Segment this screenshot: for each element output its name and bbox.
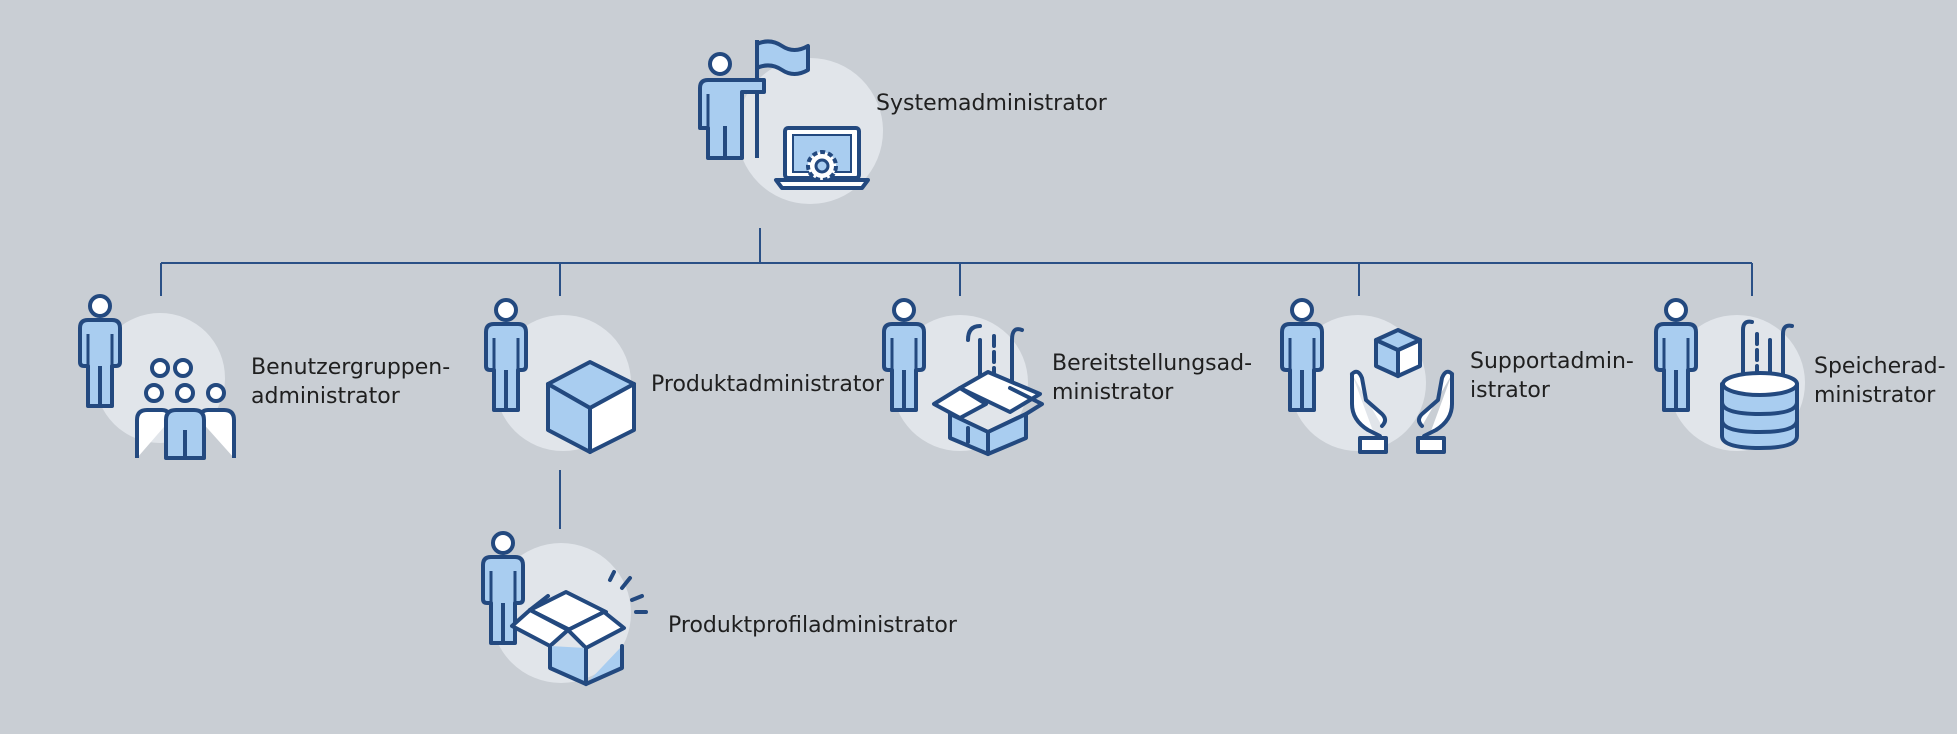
person-icon: [1280, 298, 1324, 412]
hands-holding-cube-icon: [1350, 328, 1454, 454]
node-supportadministrator: Supportadmin- istrator: [1280, 298, 1641, 454]
cube-box-icon: [546, 360, 636, 454]
role-label-line1: Speicherad-: [1814, 354, 1946, 379]
user-group-icon: [135, 358, 236, 460]
node-bereitstellungsadministrator: Bereitstellungsad- ministrator: [882, 298, 1259, 456]
laptop-gear-icon: [774, 126, 870, 190]
halo-circle: [892, 315, 1028, 451]
role-label-line2: istrator: [1470, 378, 1551, 403]
role-label-line2: administrator: [251, 384, 401, 409]
connector-lines: [160, 228, 1753, 529]
node-speicheradministrator: Speicherad- ministrator: [1654, 298, 1953, 451]
person-icon: [1654, 298, 1698, 412]
role-label: Speicherad- ministrator: [1814, 354, 1953, 408]
role-label-line1: Supportadmin-: [1470, 349, 1634, 374]
sparkling-open-box-icon: [510, 570, 648, 686]
node-produktadministrator: Produktadministrator: [484, 298, 885, 454]
node-benutzergruppenadministrator: Benutzergruppen- administrator: [78, 294, 457, 460]
role-label-line2: ministrator: [1052, 380, 1174, 405]
person-icon: [78, 294, 122, 408]
role-label: Benutzergruppen- administrator: [251, 355, 457, 409]
role-label-line2: ministrator: [1814, 383, 1936, 408]
person-icon: [882, 298, 926, 412]
sub-role-label: Produktprofiladministrator: [668, 613, 958, 638]
role-label-line1: Bereitstellungsad-: [1052, 351, 1252, 376]
database-storage-icon: [1720, 319, 1799, 450]
open-box-deploy-icon: [932, 324, 1044, 456]
role-label-line1: Benutzergruppen-: [251, 355, 450, 380]
root-label: Systemadministrator: [876, 91, 1108, 116]
node-produktprofiladministrator: Produktprofiladministrator: [481, 531, 958, 686]
person-pointing-flag-icon: [698, 39, 810, 160]
node-systemadministrator: Systemadministrator: [698, 39, 1108, 204]
role-label-line1: Produktadministrator: [651, 372, 885, 397]
role-label: Supportadmin- istrator: [1470, 349, 1641, 403]
role-label: Produktadministrator: [651, 372, 885, 397]
person-icon: [484, 298, 528, 412]
role-label: Bereitstellungsad- ministrator: [1052, 351, 1259, 405]
